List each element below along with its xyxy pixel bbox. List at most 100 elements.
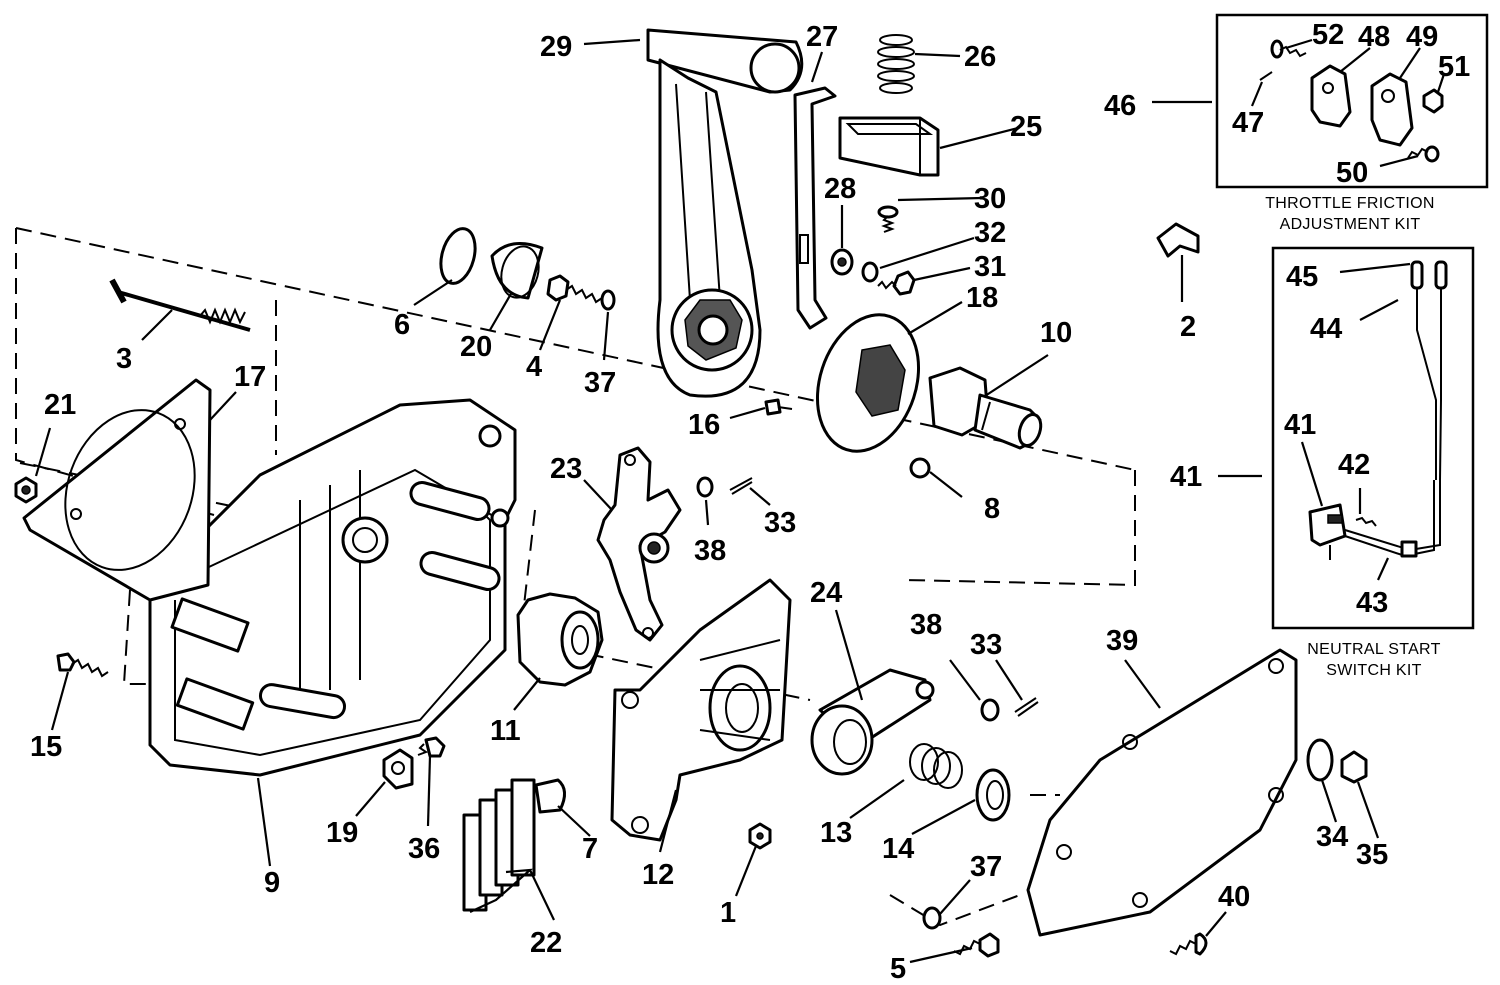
callout-42: 42 (1338, 449, 1370, 481)
callout-4: 4 (526, 351, 542, 383)
shift-disk (815, 313, 921, 453)
callout-8: 8 (984, 493, 1000, 525)
washer-37a (600, 289, 616, 311)
callout-48: 48 (1358, 21, 1390, 53)
bolt-5 (953, 932, 1000, 958)
coil-spring (877, 34, 915, 94)
shift-lever (810, 668, 935, 776)
washer-38b (980, 698, 1000, 722)
kit-harness-43 (1344, 480, 1441, 558)
neutral-kit-caption-line2: SWITCH KIT (1326, 662, 1421, 679)
callout-17: 17 (234, 361, 266, 393)
throttle-handle (646, 28, 804, 398)
throttle-friction-kit: THROTTLE FRICTION ADJUSTMENT KIT (1215, 13, 1489, 233)
callout-12: 12 (642, 859, 674, 891)
gear (516, 592, 604, 687)
callout-34: 34 (1316, 821, 1348, 853)
shaft-assembly (928, 366, 1043, 450)
kit-switch-41 (1308, 503, 1347, 560)
callout-23: 23 (550, 453, 582, 485)
throttle-kit-caption-line2: ADJUSTMENT KIT (1280, 216, 1421, 233)
callout-27: 27 (806, 21, 838, 53)
callout-31: 31 (974, 251, 1006, 283)
callout-1: 1 (720, 897, 736, 929)
callout-43: 43 (1356, 587, 1388, 619)
callout-47: 47 (1232, 107, 1264, 139)
callout-52: 52 (1312, 19, 1344, 51)
long-screw (109, 278, 251, 332)
detent-spring (793, 86, 837, 330)
callout-36: 36 (408, 833, 440, 865)
wire-clip (1156, 222, 1200, 258)
neutral-start-kit: NEUTRAL START SWITCH KIT (1271, 246, 1475, 679)
kit-pin-47 (1259, 71, 1273, 81)
retainer-clip (382, 748, 414, 790)
callout-6: 6 (394, 309, 410, 341)
callout-labels: 29 27 26 25 28 30 32 31 18 10 8 16 2 46 … (30, 19, 1470, 985)
screw-40 (1169, 932, 1208, 956)
callout-21: 21 (44, 389, 76, 421)
callout-33-upper: 33 (764, 507, 796, 539)
screw-16 (764, 398, 793, 416)
callout-28: 28 (824, 173, 856, 205)
screw-30 (877, 205, 899, 233)
callout-25: 25 (1010, 111, 1042, 143)
callout-37-lower: 37 (970, 851, 1002, 883)
cotter-pin-33a (729, 477, 753, 495)
callout-19: 19 (326, 817, 358, 849)
callout-5: 5 (890, 953, 906, 985)
washer-34 (1306, 738, 1334, 782)
callout-33-lower: 33 (970, 629, 1002, 661)
nut-21 (14, 476, 38, 504)
o-ring (439, 227, 477, 285)
kit-plate-49 (1370, 72, 1414, 147)
throttle-cam (596, 446, 682, 642)
callout-2: 2 (1180, 311, 1196, 343)
screw-31 (877, 270, 916, 296)
callout-49: 49 (1406, 21, 1438, 53)
detent-block (838, 116, 940, 177)
callout-32: 32 (974, 217, 1006, 249)
callout-35: 35 (1356, 839, 1388, 871)
callout-14: 14 (882, 833, 914, 865)
screw-4 (546, 274, 603, 304)
control-housing (148, 398, 517, 777)
bracket-plate (610, 578, 792, 842)
callout-18: 18 (966, 282, 998, 314)
washer-28 (830, 248, 854, 276)
callout-37-upper: 37 (584, 367, 616, 399)
neutral-kit-caption-line1: NEUTRAL START (1307, 641, 1440, 658)
callout-16: 16 (688, 409, 720, 441)
callout-29: 29 (540, 31, 572, 63)
kit-wire-leads-44 (1416, 288, 1442, 481)
washer-32 (861, 261, 879, 283)
washer-38a (696, 476, 714, 498)
callout-13: 13 (820, 817, 852, 849)
callout-40: 40 (1218, 881, 1250, 913)
callout-38-lower: 38 (910, 609, 942, 641)
callout-26: 26 (964, 41, 996, 73)
callout-7: 7 (582, 833, 598, 865)
callout-10: 10 (1040, 317, 1072, 349)
washer-37b (922, 906, 942, 930)
shim-set (462, 778, 536, 912)
screw-36 (417, 736, 446, 758)
callout-44: 44 (1310, 313, 1342, 345)
callout-30: 30 (974, 183, 1006, 215)
side-cover (1026, 648, 1298, 937)
spring-13 (909, 743, 963, 789)
callout-39: 39 (1106, 625, 1138, 657)
callout-38-upper: 38 (694, 535, 726, 567)
callout-15: 15 (30, 731, 62, 763)
callout-24: 24 (810, 577, 842, 609)
leader-lines (34, 38, 1446, 964)
cotter-pin-33b (1014, 697, 1039, 717)
throttle-kit-caption-line1: THROTTLE FRICTION (1265, 195, 1435, 212)
nut-1 (748, 822, 772, 850)
screw-15 (56, 652, 109, 678)
pin-7 (534, 778, 566, 814)
callout-20: 20 (460, 331, 492, 363)
callout-51: 51 (1438, 51, 1470, 83)
kit-wire-terminals-45 (1410, 260, 1448, 290)
